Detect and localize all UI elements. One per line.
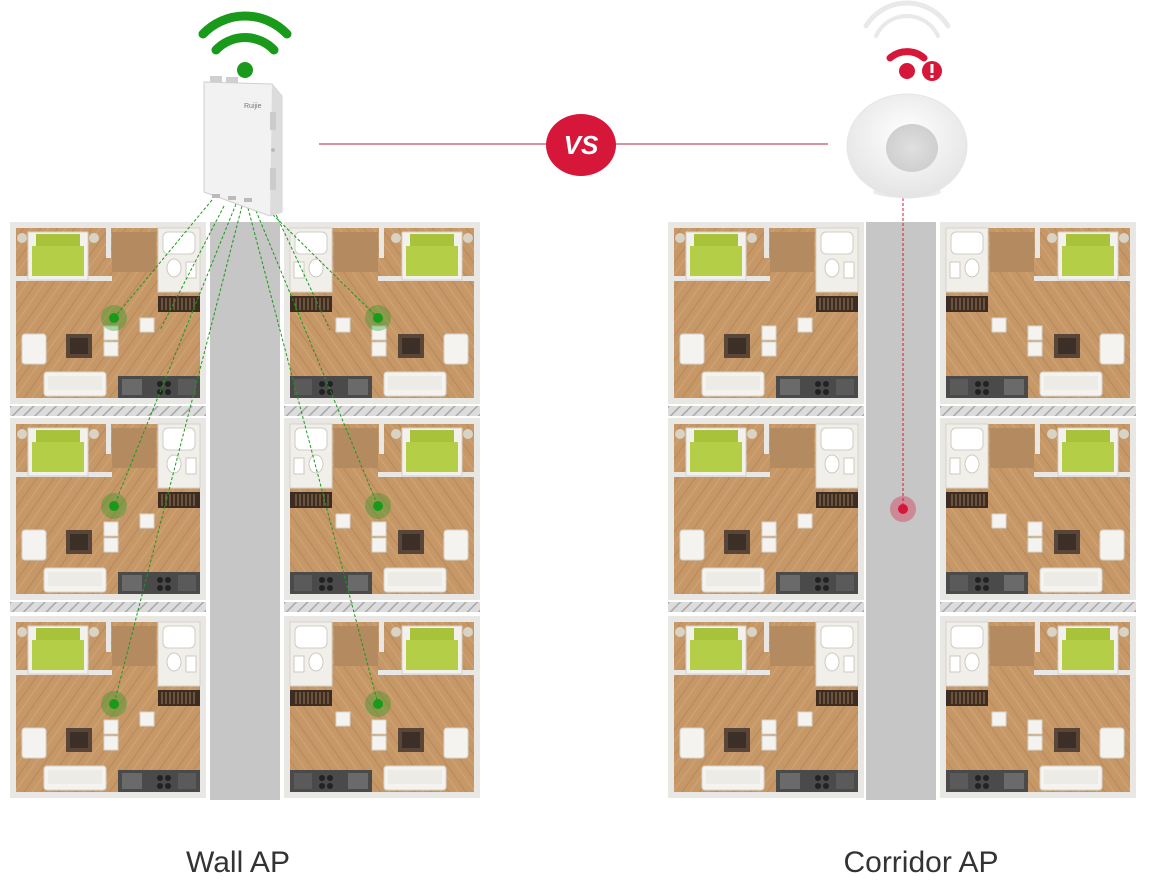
room (667, 221, 865, 405)
client-dot (898, 504, 908, 514)
room (667, 417, 865, 601)
floor-divider (668, 602, 864, 612)
vs-badge: VS (546, 114, 616, 176)
left-column-rooms (667, 221, 865, 799)
corridor-ap-floorplan (667, 0, 1137, 800)
client-dot (373, 501, 383, 511)
floor-divider (284, 406, 480, 416)
vs-text: VS (563, 129, 599, 160)
corridor-ap-label: Corridor AP (843, 846, 999, 879)
floor-divider (940, 602, 1136, 612)
room (939, 615, 1137, 799)
right-column-rooms (939, 221, 1137, 799)
wall-ap-clients (101, 305, 391, 717)
floor-divider (10, 602, 206, 612)
wall-ap-signal-paths (113, 199, 379, 705)
left-corridor (210, 222, 280, 800)
floor-divider (284, 602, 480, 612)
wall-ap-label: Wall AP (186, 846, 290, 879)
wall-ap-floorplan: Ruijie (9, 11, 481, 800)
floor-divider (940, 406, 1136, 416)
room (667, 615, 865, 799)
client-dot (373, 313, 383, 323)
client-dot (109, 699, 119, 709)
room (939, 417, 1137, 601)
client-dot (109, 501, 119, 511)
floor-divider (10, 406, 206, 416)
wifi-strong-icon (198, 11, 292, 78)
corridor-ap-device (846, 93, 968, 199)
floor-divider (668, 406, 864, 416)
room (939, 221, 1137, 405)
client-dot (109, 313, 119, 323)
device-brand-text: Ruijie (244, 103, 262, 110)
wall-ap-device: Ruijie (203, 76, 283, 217)
wifi-weak-warning-icon (863, 0, 951, 81)
client-dot (373, 699, 383, 709)
